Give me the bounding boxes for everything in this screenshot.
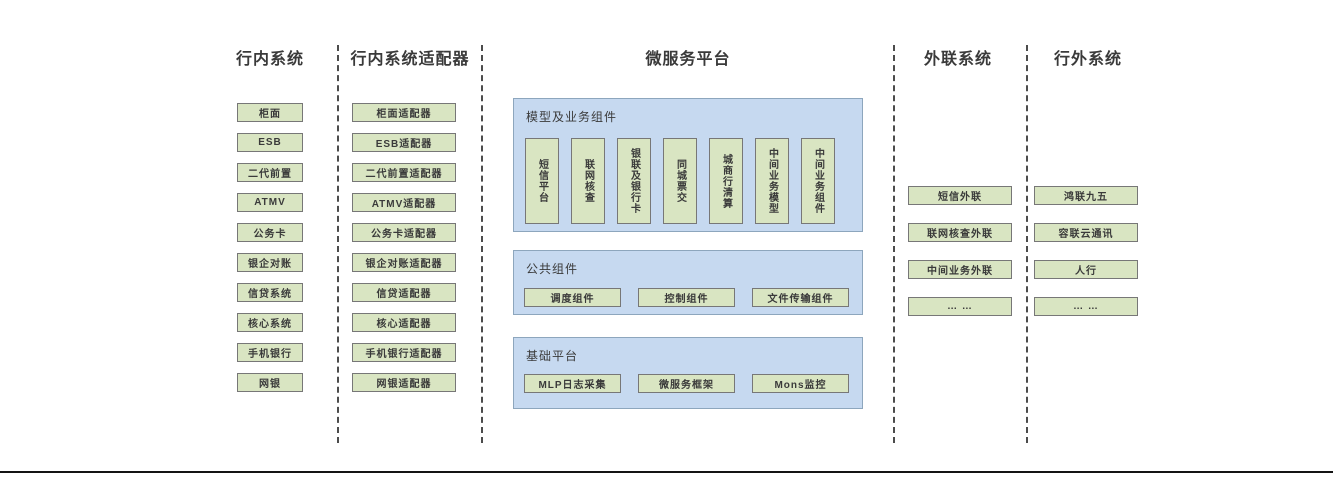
external-link-box: 中间业务外联 [908, 260, 1012, 279]
model-component-box: 中间业务组件 [801, 138, 835, 224]
column-divider [1026, 45, 1028, 443]
column-title-outside-systems: 行外系统 [1053, 51, 1122, 68]
common-component-box: 控制组件 [638, 288, 735, 307]
panel-title-model-components: 模型及业务组件 [526, 110, 618, 124]
column-divider [337, 45, 339, 443]
panel-title-common-components: 公共组件 [526, 262, 579, 276]
outside-systems-list: 鸿联九五容联云通讯人行 … … [1034, 186, 1138, 316]
base-platform-list: MLP日志采集微服务框架 Mons监控 [524, 374, 849, 393]
bottom-border-line [0, 471, 1333, 473]
internal-system-box: 网银 [237, 373, 303, 392]
outside-system-box: 鸿联九五 [1034, 186, 1138, 205]
model-component-box: 同城票交 [663, 138, 697, 224]
internal-system-box: ESB [237, 133, 303, 152]
internal-system-box: 柜面 [237, 103, 303, 122]
adapter-box: 公务卡适配器 [352, 223, 456, 242]
adapter-box: 核心适配器 [352, 313, 456, 332]
adapter-box: 信贷适配器 [352, 283, 456, 302]
common-components-panel: 公共组件 调度组件控制组件文件传输组件 [513, 250, 863, 315]
adapter-box: 银企对账适配器 [352, 253, 456, 272]
model-component-box: 联网核查 [571, 138, 605, 224]
model-business-components-panel: 模型及业务组件 短信平台联网核查银联及银行卡同城票交城商行清算中间业务模型中间业… [513, 98, 863, 232]
external-link-systems-list: 短信外联联网核查外联中间业务外联 … … [908, 186, 1012, 316]
common-component-box: 调度组件 [524, 288, 621, 307]
external-link-box: 联网核查外联 [908, 223, 1012, 242]
adapter-box: 柜面适配器 [352, 103, 456, 122]
model-component-box: 中间业务模型 [755, 138, 789, 224]
column-title-microservice-platform: 微服务平台 [645, 51, 731, 68]
column-divider [481, 45, 483, 443]
column-title-internal-adapters: 行内系统适配器 [350, 51, 470, 68]
internal-system-box: 手机银行 [237, 343, 303, 362]
internal-systems-list: 柜面 ESB 二代前置 ATMV 公务卡银企对账信贷系统核心系统手机银行网银 [237, 103, 303, 392]
internal-system-box: 公务卡 [237, 223, 303, 242]
internal-system-box: 银企对账 [237, 253, 303, 272]
base-component-box: 微服务框架 [638, 374, 735, 393]
model-component-box: 短信平台 [525, 138, 559, 224]
common-component-box: 文件传输组件 [752, 288, 849, 307]
outside-system-box: … … [1034, 297, 1138, 316]
model-components-list: 短信平台联网核查银联及银行卡同城票交城商行清算中间业务模型中间业务组件 [525, 138, 835, 224]
adapter-box: 手机银行适配器 [352, 343, 456, 362]
outside-system-box: 容联云通讯 [1034, 223, 1138, 242]
base-component-box: MLP日志采集 [524, 374, 621, 393]
panel-title-base-platform: 基础平台 [526, 349, 579, 363]
external-link-box: … … [908, 297, 1012, 316]
column-title-external-link-systems: 外联系统 [923, 51, 992, 68]
internal-system-box: 二代前置 [237, 163, 303, 182]
internal-adapters-list: 柜面适配器 ESB适配器二代前置适配器 ATMV适配器公务卡适配器银企对账适配器信贷… [352, 103, 456, 392]
model-component-box: 城商行清算 [709, 138, 743, 224]
adapter-box: ESB适配器 [352, 133, 456, 152]
outside-system-box: 人行 [1034, 260, 1138, 279]
internal-system-box: 信贷系统 [237, 283, 303, 302]
adapter-box: ATMV适配器 [352, 193, 456, 212]
adapter-box: 二代前置适配器 [352, 163, 456, 182]
base-platform-panel: 基础平台 MLP日志采集微服务框架 Mons监控 [513, 337, 863, 409]
internal-system-box: ATMV [237, 193, 303, 212]
external-link-box: 短信外联 [908, 186, 1012, 205]
model-component-box: 银联及银行卡 [617, 138, 651, 224]
common-components-list: 调度组件控制组件文件传输组件 [524, 288, 849, 307]
internal-system-box: 核心系统 [237, 313, 303, 332]
column-divider [893, 45, 895, 443]
base-component-box: Mons监控 [752, 374, 849, 393]
adapter-box: 网银适配器 [352, 373, 456, 392]
column-title-internal-systems: 行内系统 [235, 51, 304, 68]
